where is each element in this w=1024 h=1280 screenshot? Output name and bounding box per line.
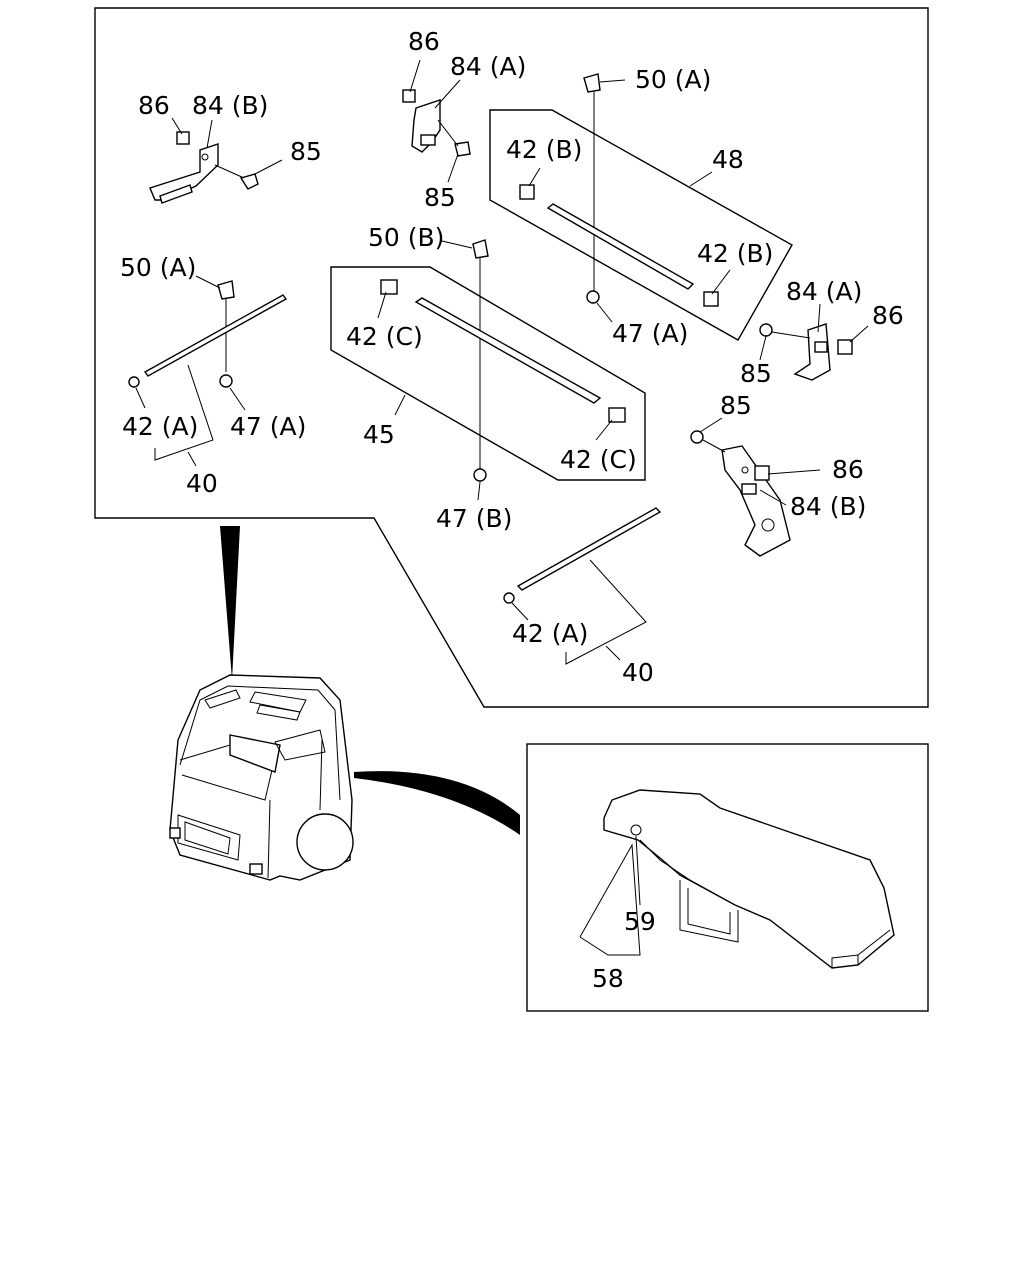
label-42a-bottom: 42 (A) — [512, 619, 588, 648]
clip-50b — [472, 239, 489, 259]
fastener-47a-left — [219, 374, 233, 388]
group-box-48 — [489, 109, 793, 341]
label-42b-1: 42 (B) — [506, 135, 582, 164]
leader-84b-r — [759, 489, 787, 506]
clip-42a-bottom — [503, 592, 515, 604]
label-59: 59 — [624, 907, 656, 936]
leader-50a-left — [195, 275, 221, 289]
label-84a-right: 84 (A) — [786, 277, 862, 306]
leader-50b — [441, 240, 473, 249]
bracket-84a-top — [402, 89, 471, 157]
label-42c-1: 42 (C) — [346, 322, 423, 351]
bracket-84b-left — [149, 131, 259, 204]
leader-85a — [254, 159, 283, 175]
label-42c-2: 42 (C) — [560, 445, 637, 474]
leader-42c-1 — [377, 291, 387, 319]
leader-42a-left — [135, 387, 146, 409]
leader-40-left — [187, 451, 197, 467]
bracket-line-58 — [579, 843, 641, 956]
label-50a-left: 50 (A) — [120, 253, 196, 282]
label-58: 58 — [592, 964, 624, 993]
clip-42c-1 — [380, 279, 398, 295]
leader-42b-2 — [711, 269, 731, 295]
clip-50a-left — [217, 280, 235, 300]
leader-86a — [171, 117, 183, 135]
label-48: 48 — [712, 145, 744, 174]
leader-84a-r — [817, 303, 821, 333]
leader-86b — [409, 59, 421, 93]
leader-85-r2 — [699, 417, 723, 433]
fastener-47a-top — [586, 290, 600, 304]
leader-48 — [689, 171, 713, 187]
label-42b-2: 42 (B) — [697, 239, 773, 268]
leader-42b-1 — [528, 167, 541, 187]
molding-40-left — [143, 294, 288, 377]
leader-59 — [635, 835, 641, 906]
clip-42b-2 — [703, 291, 719, 307]
label-86-right: 86 — [872, 301, 904, 330]
label-86-right2: 86 — [832, 455, 864, 484]
label-42a-left: 42 (A) — [122, 412, 198, 441]
group-box-45 — [330, 266, 646, 481]
label-45: 45 — [363, 420, 395, 449]
leader-84a-b — [434, 79, 461, 109]
label-85-right2: 85 — [720, 391, 752, 420]
detail-frame — [526, 743, 929, 1012]
main-frame — [94, 7, 929, 708]
clip-42a-left — [128, 376, 140, 388]
clip-42c-2 — [608, 407, 626, 423]
label-84b-right: 84 (B) — [790, 492, 866, 521]
leader-85-r — [759, 335, 767, 361]
molding-45 — [414, 297, 602, 404]
leader-42c-2 — [595, 419, 613, 441]
label-86-top: 86 — [408, 27, 440, 56]
bracket-line-40-bottom — [565, 559, 647, 665]
label-50b: 50 (B) — [368, 223, 444, 252]
clip-50a-top — [583, 73, 601, 93]
leader-45 — [394, 394, 406, 416]
bracket-84a-right — [759, 323, 853, 381]
vehicle-cab — [169, 674, 354, 881]
bracket-84b-right — [690, 430, 791, 557]
clip-42b-1 — [519, 184, 535, 200]
label-86-topleft: 86 — [138, 91, 170, 120]
leader-86-r2 — [767, 469, 821, 475]
label-85-top: 85 — [424, 183, 456, 212]
label-85-topleft: 85 — [290, 137, 322, 166]
label-84b-topleft: 84 (B) — [192, 91, 268, 120]
label-40-left: 40 — [186, 469, 218, 498]
leader-40-bottom — [605, 645, 621, 661]
label-84a-top: 84 (A) — [450, 52, 526, 81]
panel-58 — [603, 789, 895, 969]
fastener-47b — [473, 468, 487, 482]
leader-84b-a — [206, 119, 213, 149]
label-47a-left: 47 (A) — [230, 412, 306, 441]
leader-50a-top — [599, 79, 626, 83]
label-40-bottom: 40 — [622, 658, 654, 687]
leader-47b — [477, 481, 481, 501]
pointer-wedge-top — [220, 526, 240, 680]
molding-40-bottom — [516, 507, 662, 591]
label-47b: 47 (B) — [436, 504, 512, 533]
label-47a-top: 47 (A) — [612, 319, 688, 348]
label-50a-top: 50 (A) — [635, 65, 711, 94]
pointer-wedge-right — [354, 771, 520, 835]
leader-47a-left — [229, 387, 246, 411]
leader-85b — [447, 153, 459, 183]
molding-48 — [546, 203, 695, 290]
leader-42a-bottom — [511, 602, 529, 621]
label-85-right: 85 — [740, 359, 772, 388]
bracket-line-40-left — [154, 364, 214, 461]
leader-47a-top — [596, 302, 613, 323]
leader-86-r — [849, 325, 869, 343]
